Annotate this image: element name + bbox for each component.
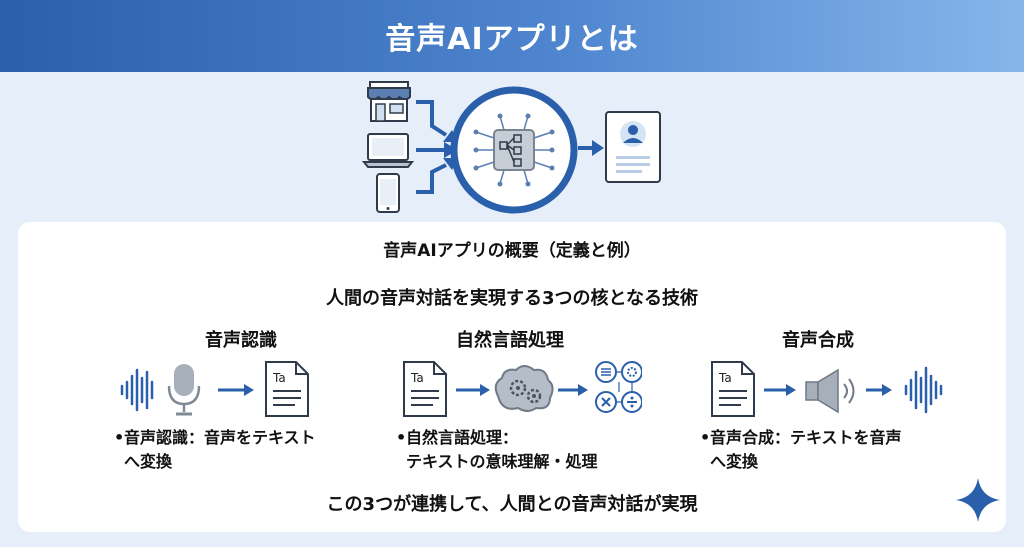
tech-title-speech-recognition: 音声認識: [205, 330, 277, 351]
operations-icon: [595, 361, 642, 413]
bullet: •: [114, 428, 125, 447]
sparkle-icon: [956, 478, 1000, 522]
doc-label: Ta: [718, 371, 732, 385]
brain-gears-icon: [494, 365, 554, 412]
text-document-icon: Ta: [403, 361, 447, 417]
overview-card: 音声AIアプリの概要（定義と例） 人間の音声対話を実現する3つの核となる技術 音…: [18, 222, 1006, 532]
input-arrows: [416, 100, 448, 194]
page-title: 音声AIアプリとは: [385, 22, 639, 57]
overview-title: 音声AIアプリの概要（定義と例）: [383, 241, 641, 261]
smartphone-icon: [376, 173, 400, 213]
doc-label: Ta: [410, 371, 424, 385]
speech-synthesis-flow: Ta: [711, 361, 943, 417]
overview-footer: この3つが連携して、人間との音声対話が実現: [326, 494, 698, 515]
laptop-icon: [361, 133, 415, 168]
header-banner: 音声AIアプリとは: [0, 0, 1024, 72]
speaker-icon: [805, 368, 855, 414]
tech-title-speech-synthesis: 音声合成: [782, 330, 854, 351]
profile-document-icon: [605, 111, 661, 183]
tech-desc-speech-recognition: •音声認識：音声をテキスト へ変換: [114, 428, 316, 471]
sound-wave-icon: [904, 366, 943, 414]
microphone-icon: [167, 364, 201, 416]
ai-chip-icon: [450, 86, 578, 214]
text-document-icon: Ta: [265, 361, 309, 417]
tech-desc-speech-synthesis: •音声合成：テキストを音声 へ変換: [700, 428, 902, 471]
speech-recognition-flow: Ta: [120, 361, 309, 417]
doc-label: Ta: [272, 371, 286, 385]
bullet: •: [396, 428, 407, 447]
nlp-flow: Ta: [403, 361, 642, 417]
bullet: •: [700, 428, 711, 447]
hero-illustration: [361, 81, 661, 214]
overview-subtitle: 人間の音声対話を実現する3つの核となる技術: [326, 288, 698, 309]
sound-wave-icon: [120, 368, 154, 412]
tech-desc-nlp: •自然言語処理： テキストの意味理解・処理: [396, 428, 598, 471]
store-icon: [367, 81, 411, 122]
text-document-icon: Ta: [711, 361, 755, 417]
tech-title-nlp: 自然言語処理: [456, 330, 564, 351]
